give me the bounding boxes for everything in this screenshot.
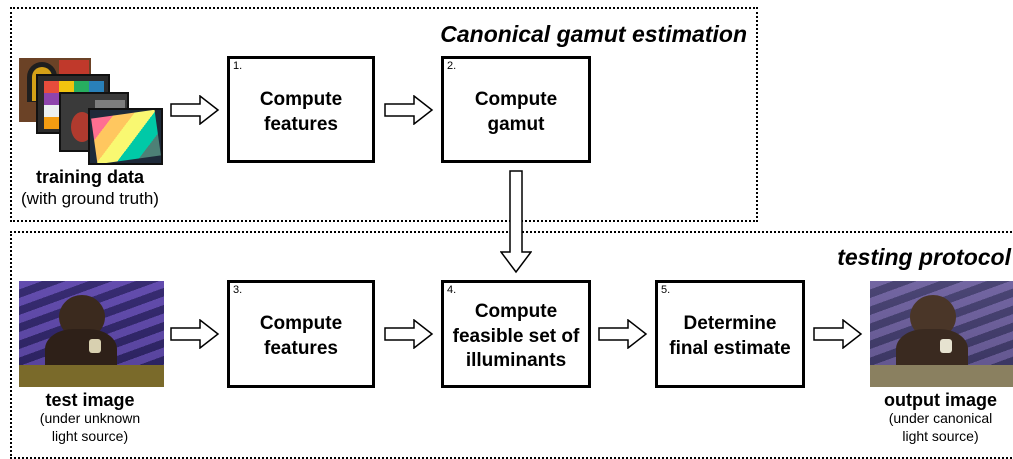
training-data-sublabel: (with ground truth) [21, 189, 159, 208]
canonical-gamut-title: Canonical gamut estimation [440, 21, 747, 47]
arrow-training-to-step1 [170, 95, 220, 125]
canonical-gamut-frame [10, 7, 758, 222]
test-image [19, 281, 164, 387]
arrow-step4-to-step5 [598, 319, 648, 349]
step-2-number: 2. [447, 60, 457, 72]
step-1-number: 1. [233, 60, 243, 72]
step-2-compute-gamut-box: 2. Compute gamut [441, 56, 591, 163]
step-4-feasible-set-box: 4. Compute feasible set of illuminants [441, 280, 591, 388]
test-image-sublabel: (under unknown light source) [39, 410, 141, 444]
step-1-label: Compute features [259, 88, 343, 135]
step-4-label: Compute feasible set of illuminants [452, 300, 580, 372]
step-5-label: Determine final estimate [669, 313, 791, 359]
step-5-number: 5. [661, 284, 671, 296]
arrow-test-to-step3 [170, 319, 220, 349]
arrow-step3-to-step4 [384, 319, 434, 349]
step-3-compute-features-box: 3. Compute features [227, 280, 375, 388]
training-data-label: training data [35, 167, 144, 187]
arrow-step5-to-output [813, 319, 863, 349]
step-1-compute-features-box: 1. Compute features [227, 56, 375, 163]
testing-protocol-title: testing protocol [837, 244, 1011, 270]
output-image [870, 281, 1013, 387]
step-2-label: Compute gamut [474, 88, 558, 135]
output-image-label: output image [884, 390, 997, 410]
output-image-sublabel: (under canonical light source) [888, 410, 993, 444]
training-data-images [19, 58, 163, 165]
test-image-label: test image [45, 390, 135, 410]
step-5-final-estimate-box: 5. Determine final estimate [655, 280, 805, 388]
step-4-number: 4. [447, 284, 457, 296]
training-image-4 [88, 108, 163, 165]
step-3-label: Compute features [259, 313, 343, 359]
arrow-step1-to-step2 [384, 95, 434, 125]
step-3-number: 3. [233, 284, 243, 296]
arrow-step2-to-step4 [500, 170, 532, 274]
